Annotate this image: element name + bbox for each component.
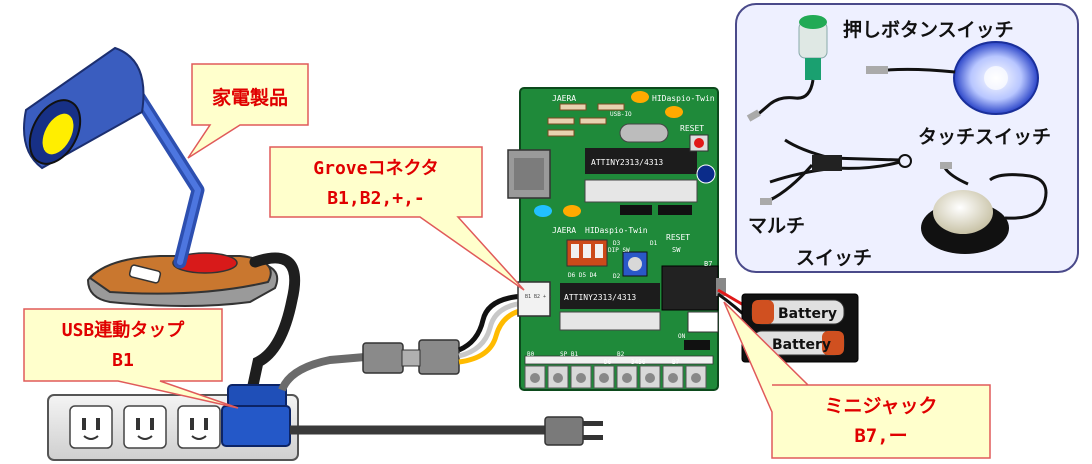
- board-dip-label: DIP SW: [608, 247, 630, 254]
- board-pin-nums: 3456: [631, 359, 646, 366]
- callout-jack-line1: ミニジャック: [824, 395, 937, 417]
- board-name-top: HIDaspio-Twin: [652, 94, 715, 103]
- callout-jack-line2: B7,ー: [854, 425, 907, 447]
- board-name-mid: HIDaspio-Twin: [585, 226, 648, 235]
- callout-usb-line2: B1: [112, 350, 134, 371]
- board-dip-bits: D6 D5 D4: [568, 272, 597, 279]
- battery-label-bottom: Battery: [772, 337, 831, 353]
- callout-grove-line2: B1,B2,+,-: [327, 188, 425, 209]
- board-sw-label: SW: [672, 246, 681, 254]
- board-chip-bottom: ATTINY2313/4313: [564, 293, 636, 302]
- board-pin-b2: B2: [617, 351, 625, 358]
- battery-label-top: Battery: [778, 306, 837, 322]
- board-chip-top: ATTINY2313/4313: [591, 158, 663, 167]
- board-pin-b7: B7: [704, 260, 712, 268]
- board-pin-d3: D3: [613, 240, 621, 247]
- callout-appliance-text: 家電製品: [212, 86, 288, 109]
- board-pin-d1: D1: [650, 240, 658, 247]
- desk-lamp: [23, 46, 301, 396]
- callout-mini-jack: ミニジャック B7,ー: [723, 301, 991, 459]
- board-reset-mid: RESET: [666, 233, 690, 242]
- push-button-label: 押しボタンスイッチ: [843, 18, 1014, 41]
- multi-switch-label-1: マルチ: [748, 215, 805, 237]
- touch-switch-image: [866, 41, 1039, 115]
- push-button-switch-image: [746, 15, 828, 122]
- callout-appliance: 家電製品: [187, 63, 309, 159]
- board-pin-d2: D2: [613, 273, 621, 280]
- grove-cable: [362, 293, 525, 375]
- callout-usb-line1: USB連動タップ: [62, 319, 186, 341]
- board-pin-on: ON: [678, 333, 686, 340]
- board-grove-pins: B1 B2 + -: [525, 294, 552, 300]
- board-pin-d6: D6: [604, 359, 612, 366]
- callout-grove: Groveコネクタ B1,B2,+,-: [269, 146, 525, 291]
- board-brand-top: JAERA: [552, 94, 576, 103]
- callout-usb-tap: USB連動タップ B1: [23, 308, 239, 409]
- board-pin-b1: SP B1: [560, 351, 578, 358]
- board-usb-label: USB-IO: [610, 111, 632, 118]
- multi-switch-dome-image: [921, 162, 1048, 254]
- board-pin-b7b: B7: [672, 359, 680, 366]
- usb-power-strip: [47, 353, 603, 461]
- callout-grove-line1: Groveコネクタ: [313, 158, 438, 179]
- board-brand-mid: JAERA: [552, 226, 576, 235]
- hidaspio-board: JAERA HIDaspio-Twin RESET USB-IO JAERA H…: [507, 87, 726, 391]
- multi-switch-cable-image: [760, 138, 912, 205]
- board-pin-b0: B0: [527, 351, 535, 358]
- touch-switch-label: タッチスイッチ: [918, 126, 1051, 148]
- switch-panel: 押しボタンスイッチ タッチスイッチ マルチ スイッチ: [735, 3, 1079, 273]
- multi-switch-label-2: スイッチ: [796, 247, 872, 269]
- board-reset-top: RESET: [680, 124, 704, 133]
- battery-pack: Battery Battery: [717, 288, 859, 363]
